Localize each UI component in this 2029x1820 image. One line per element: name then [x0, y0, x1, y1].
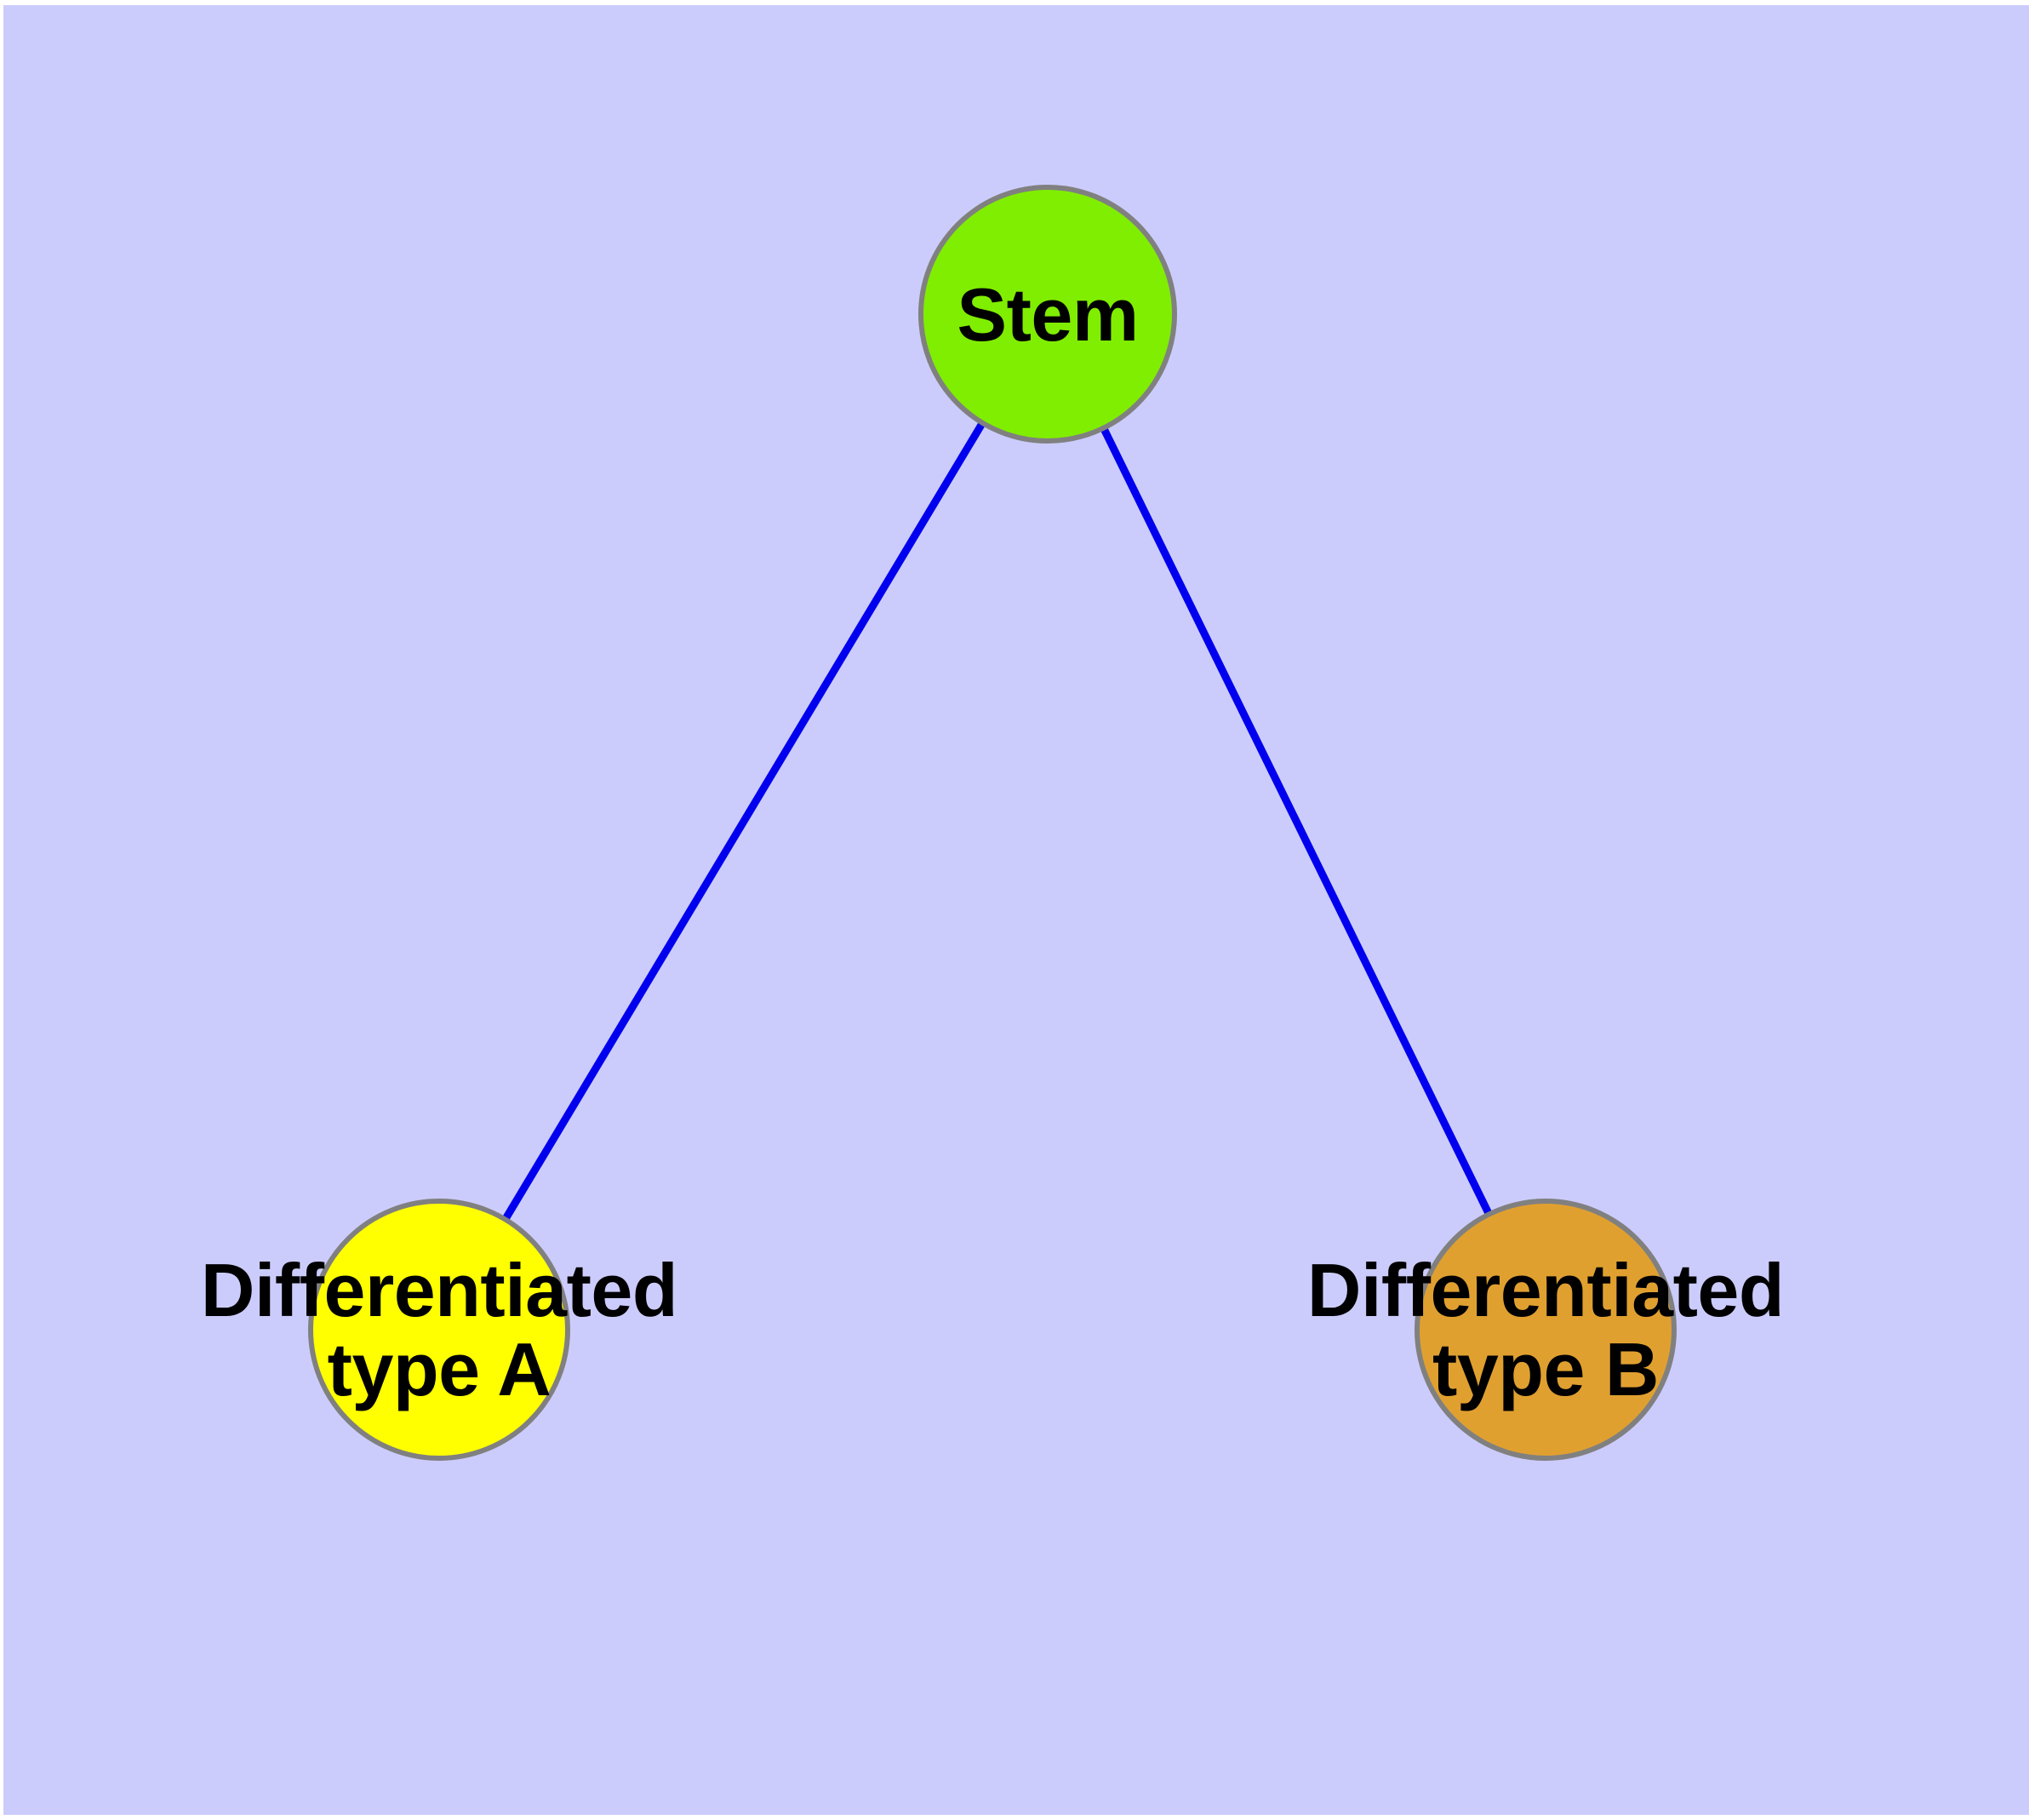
edge-stem-to-differentiated-type-b[interactable] [1098, 423, 1495, 1219]
edge-layer [500, 418, 1495, 1225]
node-layer [308, 185, 1677, 1461]
node-differentiated-type-b[interactable] [1415, 1199, 1677, 1461]
edge-stem-to-differentiated-type-a[interactable] [500, 418, 988, 1225]
node-differentiated-type-a[interactable] [308, 1199, 570, 1461]
node-stem[interactable] [918, 185, 1177, 444]
